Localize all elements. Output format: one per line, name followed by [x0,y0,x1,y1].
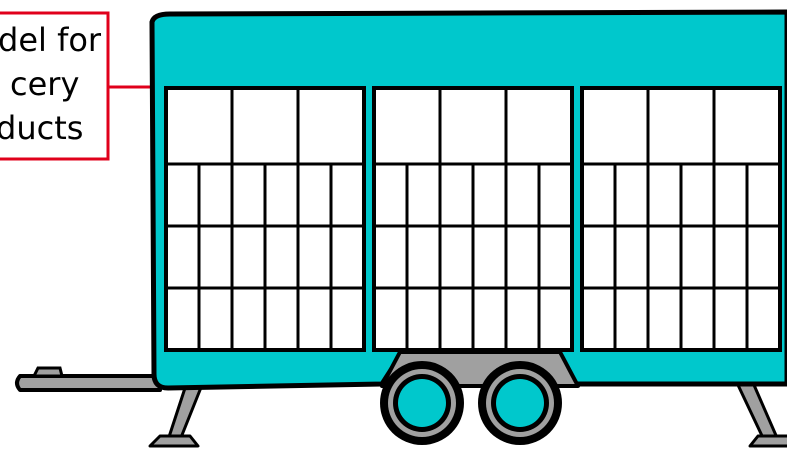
tow-hitch [17,368,160,390]
callout-line-3: ducts [0,109,83,147]
callout-label: del for cery ducts [0,13,158,159]
shelf-panel-1 [166,88,364,350]
rear-support-leg [738,385,787,446]
wheel-rear [478,361,562,445]
shelf-panel-3 [582,88,780,350]
shelf-panel-2 [374,88,572,350]
wheel-front [380,361,464,445]
shelf-panels [166,88,780,350]
callout-line-1: del for [0,21,102,59]
front-support-leg [150,385,202,446]
callout-line-2: cery [10,65,79,103]
